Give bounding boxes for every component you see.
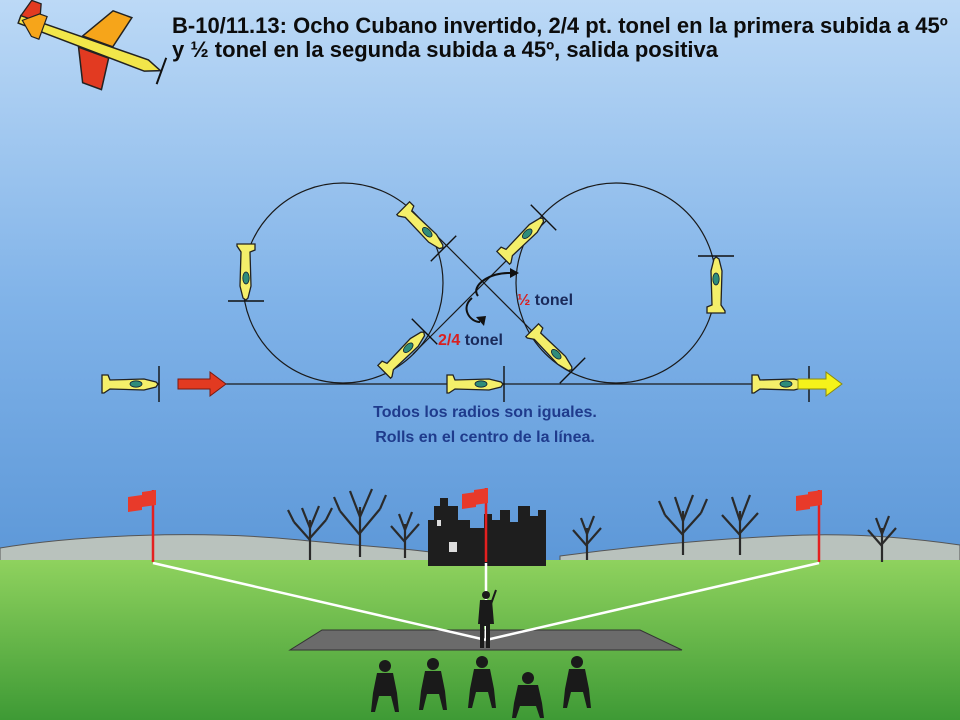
quarter-roll-word: tonel — [464, 332, 503, 349]
aerobatic-plane-logo — [17, 0, 168, 91]
quarter-roll-label: 2/4 tonel — [438, 332, 503, 350]
page-title: B-10/11.13: Ocho Cubano invertido, 2/4 p… — [172, 13, 948, 62]
half-roll-word: tonel — [534, 292, 574, 309]
half-roll-label: ½ tonel — [517, 292, 573, 310]
sky — [0, 0, 960, 560]
pilot-silhouette — [478, 589, 497, 648]
half-roll-fraction: ½ — [517, 292, 531, 309]
exit-arrow — [797, 371, 843, 397]
roll-arrows — [465, 268, 519, 326]
flags — [128, 488, 822, 562]
caption-equal-radii: Todos los radios son iguales. — [373, 404, 597, 421]
caption-roll-center: Rolls en el centro de la línea. — [375, 429, 595, 446]
quarter-roll-fraction: 2/4 — [438, 332, 461, 349]
hills — [0, 534, 431, 566]
entry-arrow — [177, 371, 227, 397]
judges — [371, 656, 591, 718]
trees — [287, 488, 897, 562]
